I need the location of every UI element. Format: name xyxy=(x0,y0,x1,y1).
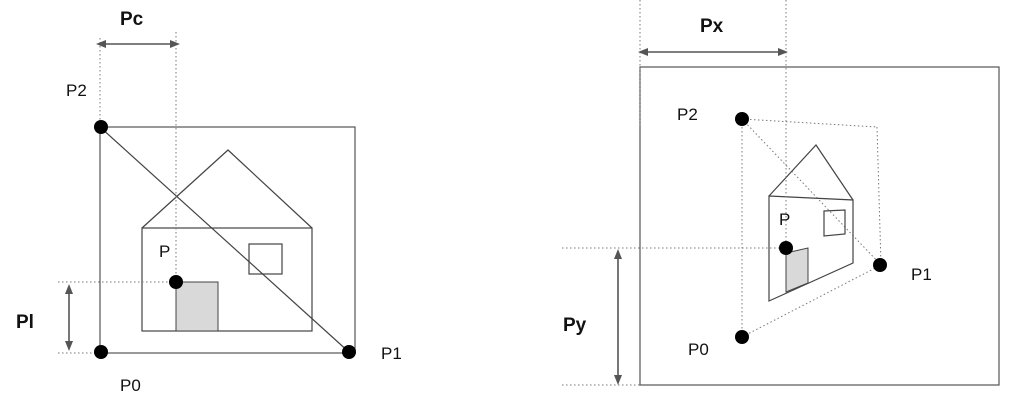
left-p2-label: P2 xyxy=(66,81,87,100)
left-frame xyxy=(99,126,356,354)
right-house-roof xyxy=(768,144,854,201)
px-label: Px xyxy=(700,16,724,37)
left-point-p xyxy=(169,275,183,289)
pc-arrow xyxy=(96,40,180,48)
right-quad-top xyxy=(741,118,878,128)
right-point-p xyxy=(779,241,793,255)
py-arrow xyxy=(614,249,622,385)
left-house-window xyxy=(248,243,283,275)
right-p2-label: P2 xyxy=(677,105,698,124)
left-point-p1 xyxy=(342,345,356,359)
right-quad-right xyxy=(876,126,882,266)
left-point-p2 xyxy=(94,120,108,134)
right-p1-label: P1 xyxy=(911,265,932,284)
right-quad-bottom xyxy=(741,264,882,338)
py-label: Py xyxy=(563,315,587,336)
right-p0-label: P0 xyxy=(688,340,709,359)
left-point-p0 xyxy=(94,345,108,359)
right-house-door xyxy=(785,247,809,293)
px-arrow xyxy=(638,48,788,56)
pl-label: Pl xyxy=(16,312,34,333)
right-house-window xyxy=(823,209,846,237)
left-house-roof xyxy=(141,149,313,229)
left-p1-label: P1 xyxy=(381,344,402,363)
left-house-body xyxy=(141,227,313,332)
right-point-p1 xyxy=(873,258,887,272)
left-p-label: P xyxy=(159,242,170,261)
right-point-p0 xyxy=(735,330,749,344)
left-house-door xyxy=(175,281,219,332)
right-p-label: P xyxy=(779,210,790,229)
right-house-body xyxy=(768,195,854,302)
left-diagonal xyxy=(99,126,351,354)
right-frame xyxy=(639,66,1000,386)
right-diagram: Px Py P2 P0 P1 P xyxy=(562,0,1000,386)
left-diagram: Pc Pl P2 P0 P1 P xyxy=(16,9,402,395)
pc-label: Pc xyxy=(120,9,144,30)
left-p0-label: P0 xyxy=(120,376,141,395)
pl-arrow xyxy=(65,284,73,351)
right-point-p2 xyxy=(735,112,749,126)
right-quad-diagonal xyxy=(741,118,882,266)
